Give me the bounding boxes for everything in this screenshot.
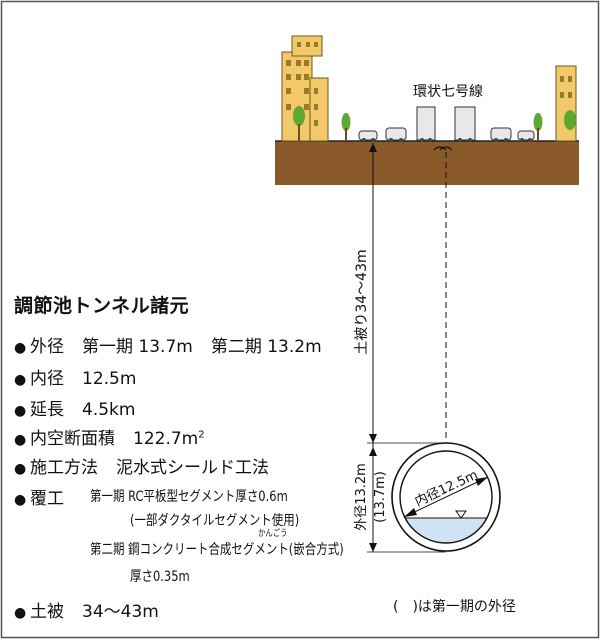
spec-area: ●内空断面積 122.7m2: [14, 424, 205, 449]
outer-diameter-label-phase1: (13.7m): [373, 471, 388, 523]
lining-phase1-label: 第一期: [90, 489, 125, 505]
spec-inner-diameter: ●内径 12.5m: [14, 364, 136, 389]
length-label: 延長: [30, 400, 64, 420]
outer-diameter-dimension: [367, 443, 446, 553]
bullet-icon: ●: [14, 340, 27, 356]
outer-phase1: 第一期 13.7m: [82, 337, 193, 357]
outer-label: 外径: [30, 337, 64, 357]
lining-phase2: 第二期 鋼コンクリート合成セグメント(嵌合方式): [90, 539, 344, 559]
tunnel-cross-section: [391, 442, 501, 552]
cover-depth-label: 土被り34～43m: [354, 249, 370, 354]
ground-strip: [275, 141, 579, 185]
roadside-trees: [341, 113, 543, 141]
bullet-icon: ●: [14, 403, 27, 419]
spec-title: 調節池トンネル諸元: [14, 295, 190, 317]
spec-lining: ●覆工: [14, 484, 64, 509]
shaft-marker: [433, 146, 453, 151]
bullet-icon: ●: [14, 372, 27, 388]
area-label: 内空断面積: [30, 429, 115, 449]
method-value: 泥水式シールド工法: [116, 458, 269, 478]
lining-label: 覆工: [30, 489, 64, 509]
right-building: [555, 65, 577, 142]
outer-phase2: 第二期 13.2m: [210, 337, 322, 357]
spec-outer-diameter: ●外径第一期 13.7m 第二期 13.2m: [14, 332, 322, 357]
cover-label: 土被: [30, 602, 64, 622]
vehicles: [358, 106, 535, 142]
bullet-icon: ●: [14, 461, 27, 477]
cover-depth-dimension: [367, 143, 446, 444]
legend-note: ( )は第一期の外径: [393, 599, 516, 615]
area-value: 122.7m: [133, 429, 199, 449]
lining-phase2-label: 第二期: [90, 542, 125, 558]
lining-phase2-text: 鋼コンクリート合成セグメント(嵌合方式): [128, 542, 344, 558]
lining-phase1-note: (一部ダクタイルセグメント使用): [130, 513, 300, 529]
lining-phase1: 第一期 RC平板型セグメント厚さ0.6m: [90, 486, 288, 506]
area-superscript: 2: [198, 429, 205, 441]
bullet-icon: ●: [14, 492, 27, 508]
bullet-icon: ●: [14, 605, 27, 621]
cover-value: 34～43m: [82, 602, 159, 622]
spec-length: ●延長 4.5km: [14, 395, 135, 420]
bullet-icon: ●: [14, 432, 27, 448]
inner-value: 12.5m: [82, 369, 137, 389]
inner-diameter-arrow: [403, 476, 489, 518]
outer-diameter-label: 外径13.2m: [354, 463, 369, 531]
left-buildings: [281, 35, 329, 142]
length-value: 4.5km: [82, 400, 136, 420]
inner-label: 内径: [30, 369, 64, 389]
spec-method: ●施工方法泥水式シールド工法: [14, 453, 269, 478]
lining-phase1-text: RC平板型セグメント厚さ0.6m: [128, 489, 288, 505]
road-label: 環状七号線: [413, 84, 483, 100]
method-label: 施工方法: [30, 458, 98, 478]
lining-phase2-ruby: かんごう: [258, 529, 288, 539]
spec-cover: ●土被 34～43m: [14, 597, 159, 622]
lining-phase2-thickness: 厚さ0.35m: [130, 569, 190, 585]
